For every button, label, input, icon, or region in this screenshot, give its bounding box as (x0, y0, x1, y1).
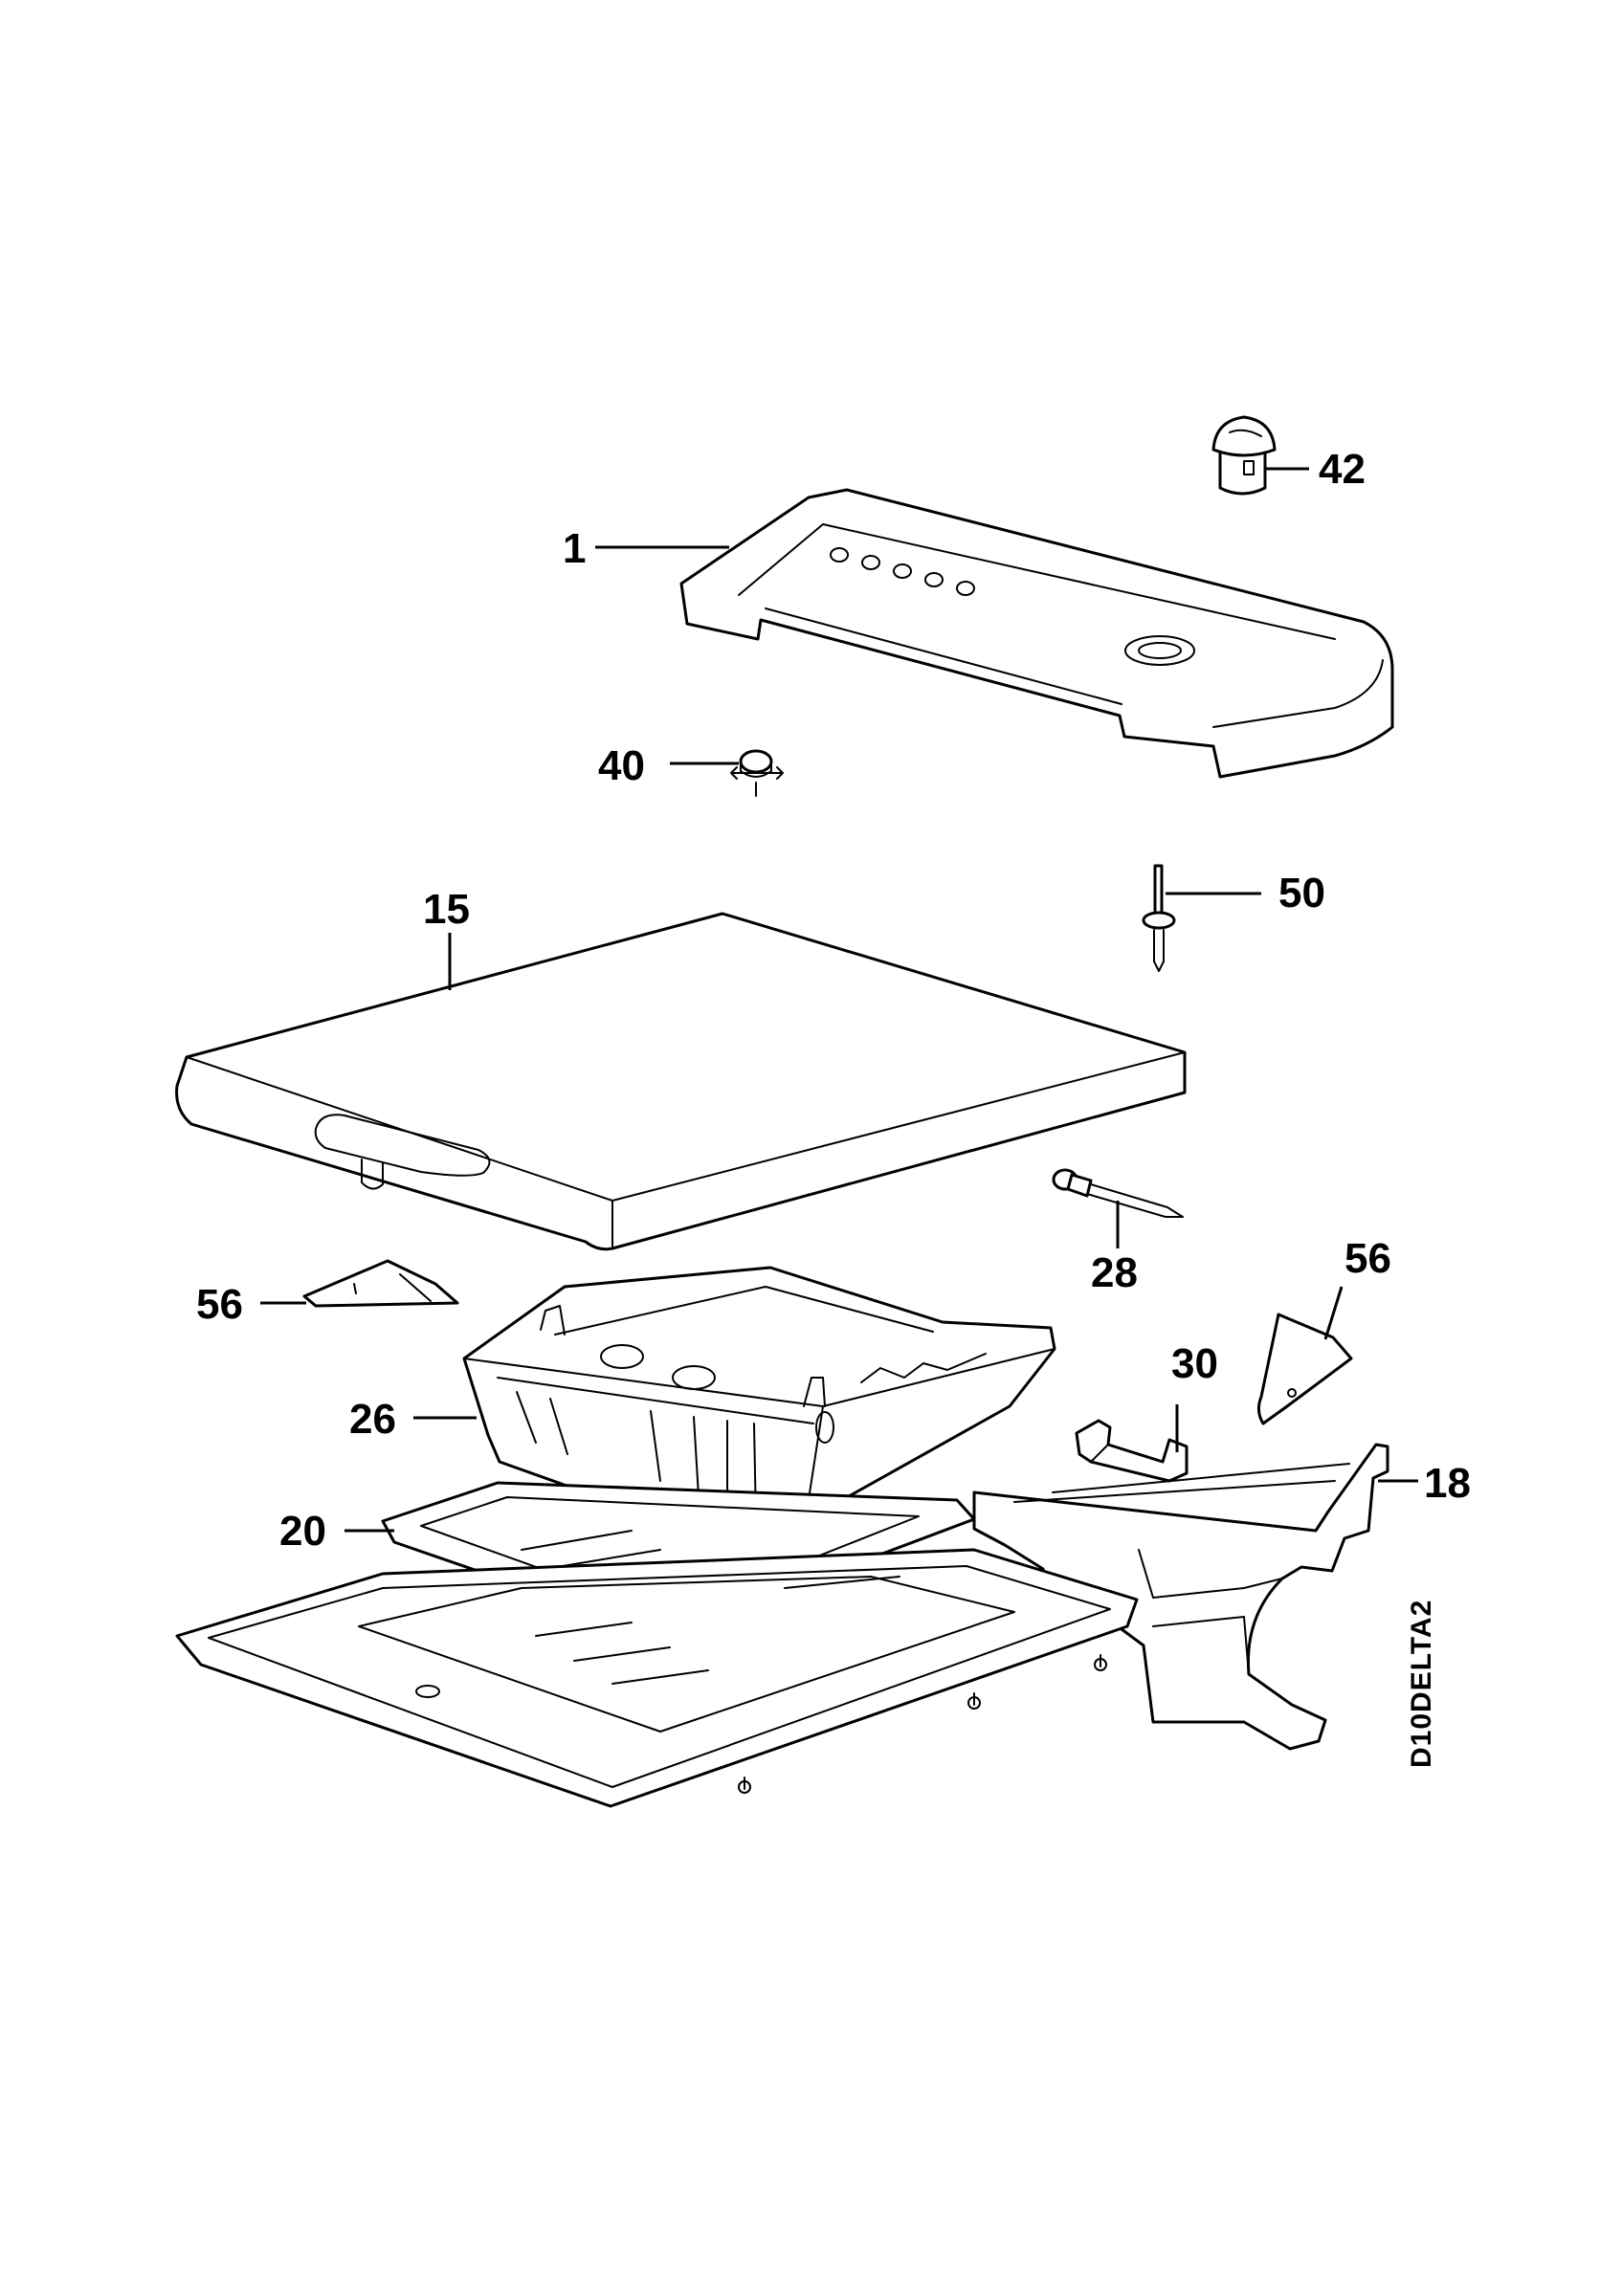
part-1-control-panel (679, 488, 1394, 779)
callout-labels: 42 1 40 50 15 28 56 56 26 30 18 20 (196, 446, 1471, 1555)
panel-button-holes (830, 547, 975, 596)
part-40-clip (730, 749, 784, 797)
callout-50: 50 (1278, 870, 1325, 916)
part-18-dispenser-housing (972, 1443, 1389, 1751)
callout-28: 28 (1091, 1249, 1138, 1296)
part-50-screw (1142, 864, 1176, 972)
leader-lines (260, 467, 1418, 1533)
callout-40: 40 (598, 742, 645, 789)
callout-56-right: 56 (1344, 1235, 1391, 1282)
callout-26: 26 (349, 1396, 396, 1443)
callout-20: 20 (279, 1508, 326, 1555)
part-56-bracket-right (1256, 1313, 1353, 1425)
callout-1: 1 (563, 525, 586, 572)
callout-42: 42 (1319, 446, 1366, 493)
cabinet-top-frame (175, 1548, 1139, 1808)
callout-30: 30 (1171, 1340, 1218, 1387)
part-15-worktop-lid (175, 912, 1187, 1251)
drawing-reference-code: D10DELTA2 (1406, 1600, 1437, 1768)
callout-56-left: 56 (196, 1281, 243, 1328)
callout-18: 18 (1424, 1460, 1471, 1507)
part-56-bracket-left (302, 1259, 459, 1308)
leader-56-right (1323, 1286, 1344, 1340)
selector-knob-opening (1124, 635, 1195, 666)
callout-15: 15 (423, 886, 470, 933)
part-30-catch (1075, 1419, 1189, 1483)
part-26-dispenser-drawer (462, 1266, 1056, 1542)
part-42-knob (1211, 415, 1277, 496)
part-28-pin (1052, 1168, 1184, 1218)
